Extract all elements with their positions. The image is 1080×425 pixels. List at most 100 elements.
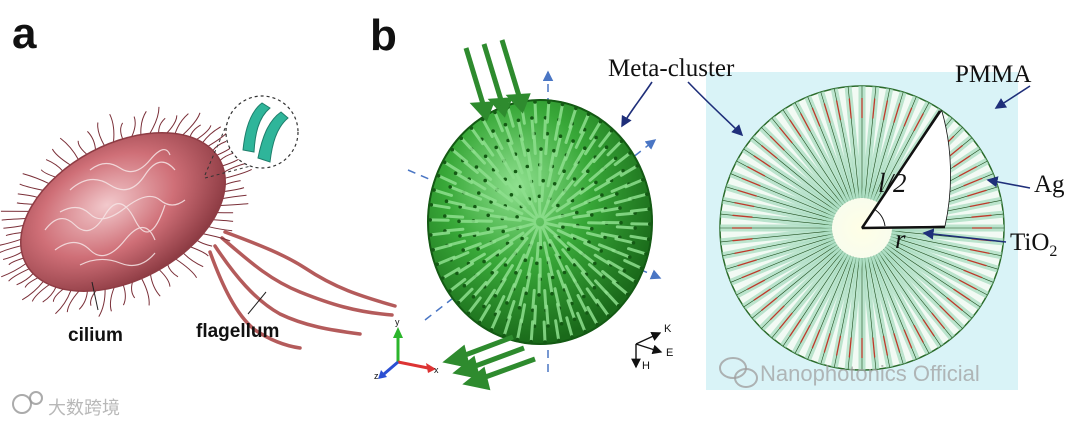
- nanorod-tip: [560, 322, 564, 326]
- tio2-label: TiO2: [1010, 230, 1057, 260]
- nanorod-tip: [561, 225, 565, 229]
- nanorod-tip: [493, 294, 497, 298]
- cilium-hair: [213, 220, 233, 222]
- nanorod-tip: [458, 234, 462, 238]
- cilium-hair: [3, 252, 22, 259]
- nanorod-tip: [553, 182, 557, 186]
- nanorod-tip: [472, 295, 476, 299]
- nanorod-tip: [614, 157, 618, 161]
- nanorod-tip: [563, 271, 567, 275]
- nanorod-tip: [514, 170, 518, 174]
- nanorod-tip: [535, 262, 539, 266]
- nanorod-tip: [575, 211, 579, 215]
- cilium-hair: [209, 227, 233, 231]
- cilium-hair: [79, 291, 87, 309]
- cilium-hair: [87, 131, 95, 149]
- nanorod-tip: [552, 149, 556, 153]
- cilium-hair: [141, 111, 146, 134]
- cilium-hair: [2, 219, 26, 221]
- tio2-subscript: 2: [1049, 243, 1057, 260]
- nanorod-tip: [551, 276, 555, 280]
- cilium-hair: [0, 239, 21, 246]
- tio2-main: TiO: [1010, 229, 1049, 256]
- radius-label: r: [895, 226, 906, 253]
- nanorod: [537, 243, 539, 263]
- nanorod-tip: [633, 226, 637, 230]
- nanorod-tip: [486, 227, 490, 231]
- nanorod-tip: [501, 230, 505, 234]
- nanorod: [539, 196, 540, 216]
- cilium-hair: [22, 281, 43, 299]
- x-axis-label: x: [434, 366, 439, 375]
- nanorod-tip: [477, 191, 481, 195]
- nanorod: [542, 181, 544, 201]
- nanorod-tip: [590, 213, 594, 217]
- nanorod-tip: [461, 248, 465, 252]
- cross-section: [706, 72, 1018, 390]
- nanorod-tip: [583, 146, 587, 150]
- cilium-hair: [121, 123, 123, 139]
- cilium-hair: [159, 270, 170, 287]
- cilium-label: cilium: [68, 326, 123, 345]
- nanorod-tip: [482, 260, 486, 264]
- nanorod-tip: [514, 271, 518, 275]
- nanorod-tip: [515, 215, 519, 219]
- nanorod: [547, 102, 548, 122]
- cilium-hair: [9, 258, 24, 265]
- cilium-hair: [17, 274, 33, 285]
- nanorod-tip: [505, 301, 509, 305]
- nanorod: [445, 216, 463, 217]
- nanorod-tip: [520, 237, 524, 241]
- nanorod-tip: [600, 193, 604, 197]
- nanorod-tip: [518, 306, 522, 310]
- watermark-right: Nanophotonics Official: [760, 361, 980, 387]
- cilium-hair: [20, 184, 43, 190]
- nanorod: [531, 322, 532, 342]
- xyz-triad: [378, 327, 436, 379]
- nanorod-tip: [582, 295, 586, 299]
- cilium-hair: [41, 170, 55, 177]
- nanorod-tip: [494, 146, 498, 150]
- cilium-hair: [191, 247, 209, 256]
- flagellum-label: flagellum: [196, 322, 279, 341]
- nanorod-tip: [504, 263, 508, 267]
- nanorod-tip: [483, 179, 487, 183]
- cilium-hair: [183, 253, 203, 267]
- y-axis-label: y: [395, 318, 400, 327]
- cilium-hair: [23, 174, 49, 184]
- bacterium-illustration: [0, 96, 395, 348]
- nanorod-tip: [556, 204, 560, 208]
- nanorod-tip: [632, 241, 636, 245]
- nanorod-tip: [602, 275, 606, 279]
- h-label: H: [642, 361, 650, 372]
- cilium-hair: [123, 285, 125, 305]
- nanorod-tip: [546, 324, 550, 328]
- cilium-hair: [224, 188, 244, 192]
- watermark-left: 大数跨境: [48, 394, 120, 420]
- nanorod-tip: [517, 119, 521, 123]
- nanorod-tip: [539, 147, 543, 151]
- cilium-hair: [110, 288, 114, 312]
- nanorod-tip: [526, 165, 530, 169]
- nanorod-tip: [562, 169, 566, 173]
- nanorod-tip: [593, 286, 597, 290]
- cilium-hair: [17, 203, 33, 204]
- nanorod-tip: [559, 134, 563, 138]
- nanorod: [535, 102, 536, 122]
- cilium-hair: [213, 141, 226, 150]
- nanorod-tip: [482, 305, 486, 309]
- nanorod-tip: [571, 139, 575, 143]
- cilium-hair: [60, 138, 78, 159]
- panel-b-letter: b: [370, 14, 397, 58]
- cilium-hair: [142, 278, 150, 305]
- weibo-icon: [13, 392, 42, 413]
- nanorod-tip: [457, 220, 461, 224]
- nanorod-tip: [524, 292, 528, 296]
- pmma-label: PMMA: [955, 62, 1031, 87]
- nanorod-tip: [491, 129, 495, 133]
- cilium-hair: [225, 169, 252, 178]
- cilium-hair: [3, 226, 23, 229]
- meta-cluster-3d: [378, 40, 661, 387]
- cilium-hair: [223, 158, 241, 166]
- cilium-hair: [203, 234, 230, 241]
